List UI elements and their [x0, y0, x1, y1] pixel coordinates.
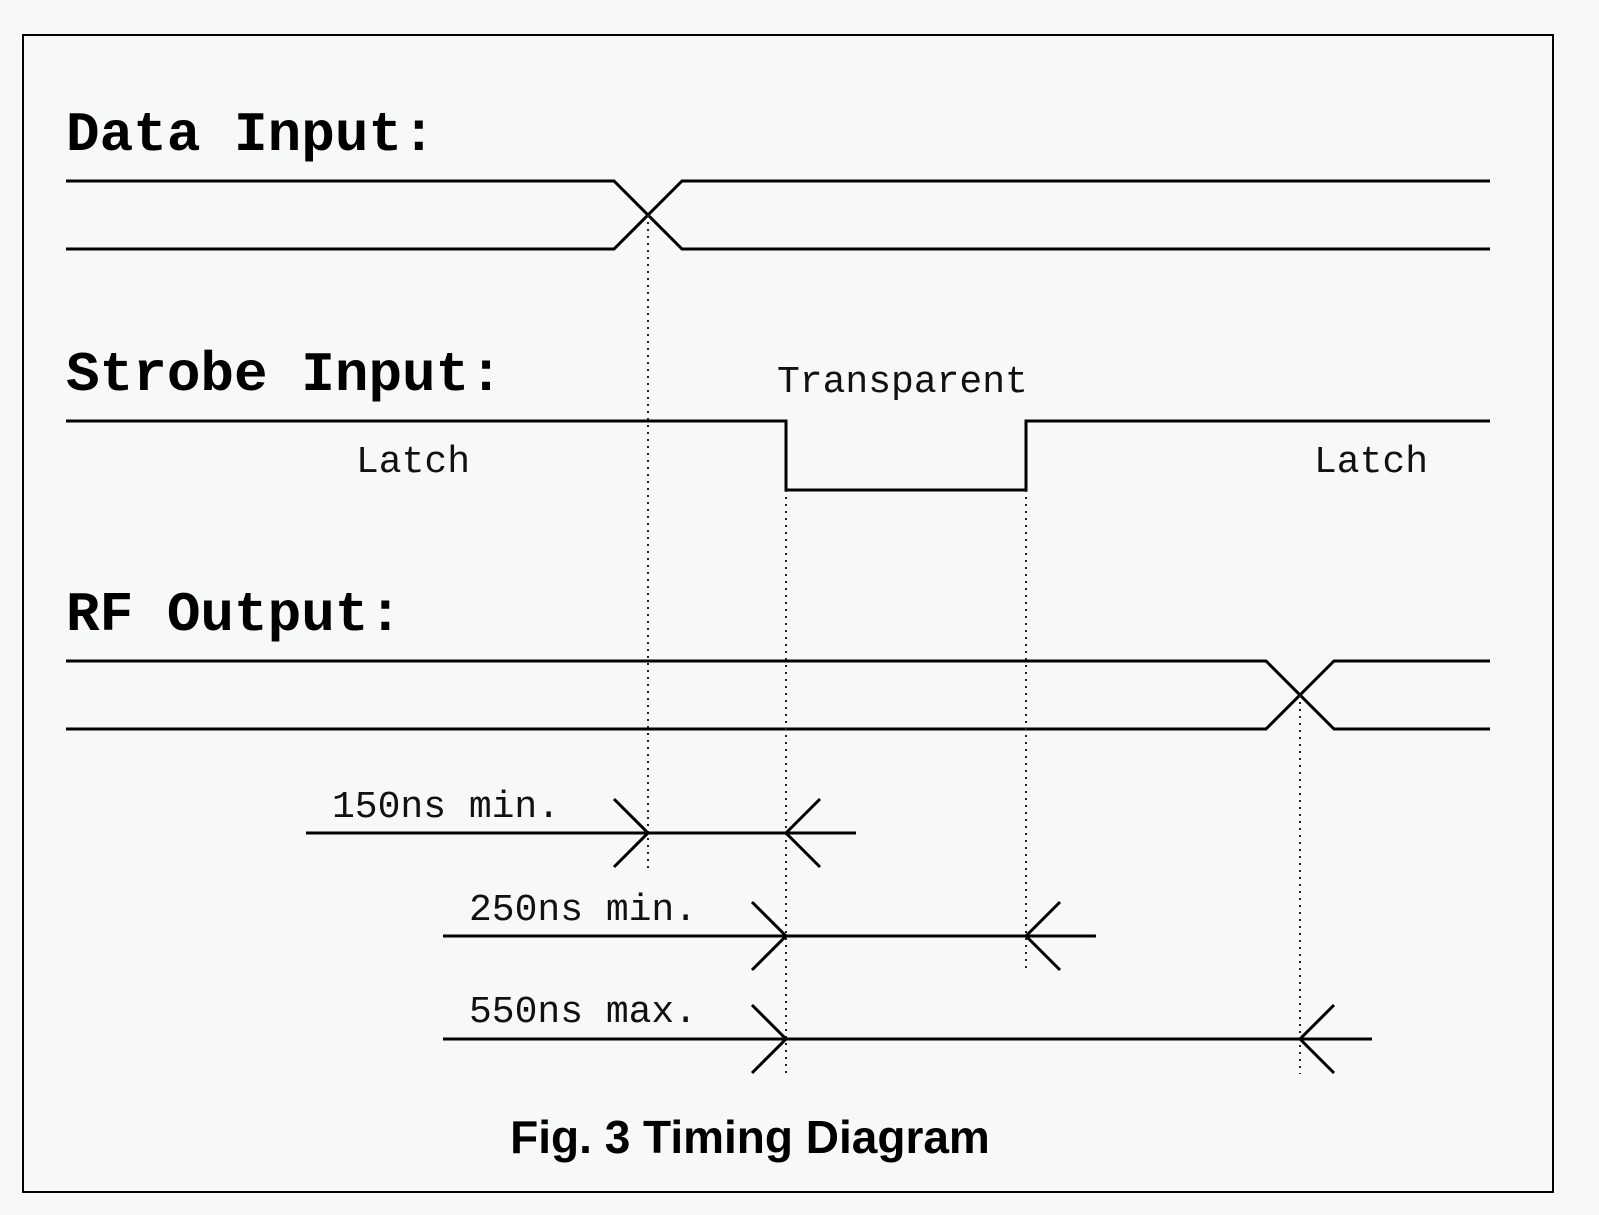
timing-output-delay-label: 550ns max. [469, 991, 697, 1034]
strobe-input-title: Strobe Input: [66, 343, 503, 407]
strobe-state-transparent: Transparent [777, 361, 1028, 404]
rf-output-title: RF Output: [66, 583, 402, 647]
figure-caption: Fig. 3 Timing Diagram [510, 1111, 990, 1163]
timing-pulse-width-arrow [443, 900, 1096, 972]
timing-setup-arrow [306, 797, 856, 869]
strobe-state-latch-left: Latch [356, 441, 470, 484]
timing-pulse-width-label: 250ns min. [469, 889, 697, 932]
timing-setup-label: 150ns min. [332, 786, 560, 829]
strobe-state-latch-right: Latch [1314, 441, 1428, 484]
data-input-title: Data Input: [66, 103, 436, 167]
diagram-frame [22, 34, 1554, 1193]
strobe-input-waveform [66, 419, 1490, 492]
timing-output-delay-arrow [443, 1003, 1372, 1075]
